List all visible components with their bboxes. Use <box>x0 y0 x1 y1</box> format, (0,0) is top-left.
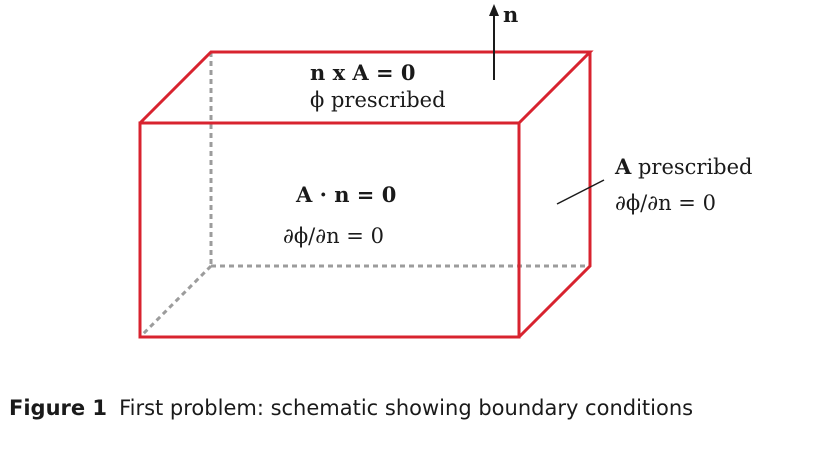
side-face-leader-line <box>556 179 605 205</box>
hidden-depth-edge <box>138 264 213 339</box>
figure-caption: Figure 1 First problem: schematic showing… <box>9 396 693 420</box>
side-face-outline <box>517 52 592 339</box>
boundary-condition-box-diagram: n n x A = 0 ϕ prescribed A · n = 0 ∂ϕ/∂n… <box>138 2 753 339</box>
front-face-condition-normal: A · n = 0 <box>295 182 396 207</box>
caption-label: Figure 1 <box>9 396 108 420</box>
top-face-condition-potential: ϕ prescribed <box>310 88 446 112</box>
top-face-outline <box>138 50 594 125</box>
side-face-condition-vector: A prescribed <box>614 154 753 179</box>
normal-arrow-head <box>489 4 499 16</box>
front-face-condition-derivative: ∂ϕ/∂n = 0 <box>283 224 384 248</box>
box-edges <box>138 50 594 339</box>
top-face-condition-tangential: n x A = 0 <box>310 60 416 85</box>
normal-vector: n <box>489 2 518 80</box>
side-face-vector-symbol: A <box>614 154 632 179</box>
caption-text: First problem: schematic showing boundar… <box>119 396 694 420</box>
side-face-condition-derivative: ∂ϕ/∂n = 0 <box>615 191 716 215</box>
side-face-vector-rest: prescribed <box>631 155 752 179</box>
normal-label: n <box>503 2 518 27</box>
front-face-outline <box>138 121 521 339</box>
hidden-edges <box>138 52 590 339</box>
